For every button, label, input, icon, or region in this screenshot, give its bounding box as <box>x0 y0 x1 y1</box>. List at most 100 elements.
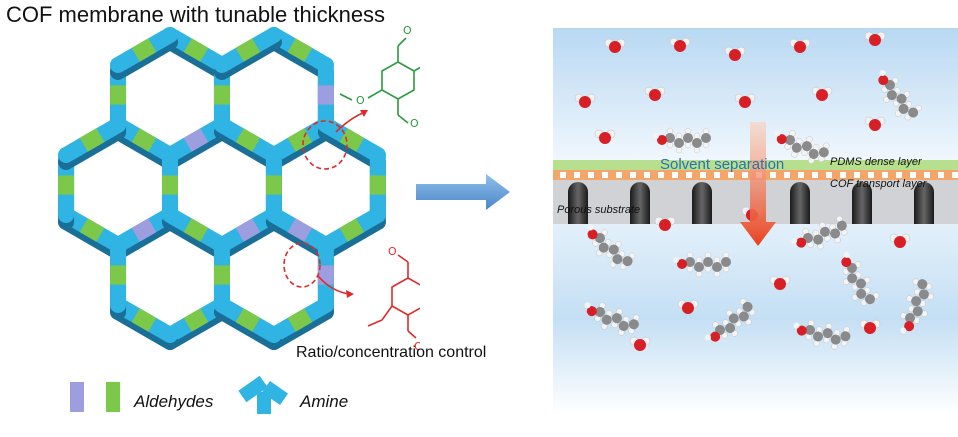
cof-pore-tile <box>672 172 678 178</box>
water-molecule-icon <box>574 93 596 108</box>
substrate-pore <box>790 182 810 224</box>
callout-circle-bottom <box>283 242 321 288</box>
lattice-edge <box>317 207 386 260</box>
water-molecule-icon <box>604 38 626 53</box>
water-molecule-icon <box>789 38 811 53</box>
cof-pore-tile <box>644 172 650 178</box>
lattice-edge <box>162 27 230 80</box>
cof-pore-tile <box>854 172 860 178</box>
solvent-separation-label: Solvent separation <box>660 156 785 173</box>
cof-pore-tile <box>910 172 916 178</box>
molecule-divinyl-dialdehyde-icon: O O <box>367 245 420 353</box>
cof-pore-tile <box>812 172 818 178</box>
lattice-edge <box>213 297 282 350</box>
substrate-pore <box>852 182 872 224</box>
cof-lattice-diagram: O O O O O O <box>58 24 420 414</box>
cof-pore-tile <box>616 172 622 178</box>
page-title: COF membrane with tunable thickness <box>6 2 386 27</box>
alcohol-molecule-icon <box>791 215 848 250</box>
lattice-edge <box>265 27 334 80</box>
substrate-pore <box>914 182 934 224</box>
water-molecule-icon <box>644 86 666 101</box>
substrate-pore <box>692 182 712 224</box>
alcohol-molecule-icon <box>653 127 711 154</box>
water-molecule-icon <box>769 275 791 290</box>
hexagonal-cof-lattice-icon <box>58 27 386 350</box>
lattice-edge <box>213 117 282 170</box>
cof-pore-tile <box>714 172 720 178</box>
lattice-edge <box>265 297 334 350</box>
lattice-edge <box>110 207 178 260</box>
svg-text:O: O <box>388 245 397 258</box>
cof-pore-tile <box>742 172 748 178</box>
water-molecule-icon <box>859 319 881 334</box>
water-molecule-icon <box>594 129 616 144</box>
cof-pore-tile <box>602 172 608 178</box>
cof-pore-tile <box>938 172 944 178</box>
cof-pore-tile <box>588 172 594 178</box>
alcohol-molecule-icon <box>584 302 640 336</box>
lattice-edge <box>110 297 178 350</box>
water-molecule-icon <box>629 336 651 351</box>
cof-pore-tile <box>798 172 804 178</box>
cof-pore-tile <box>784 172 790 178</box>
lattice-edge <box>110 27 178 80</box>
water-molecule-icon <box>734 93 756 108</box>
lattice-edge <box>265 207 334 260</box>
cof-pore-tile <box>826 172 832 178</box>
lattice-edge <box>213 207 282 260</box>
water-molecule-icon <box>654 216 676 231</box>
water-molecule-icon <box>811 86 833 101</box>
lattice-edge <box>58 117 127 170</box>
water-molecule-icon <box>889 233 911 248</box>
lattice-edge <box>162 207 230 260</box>
cof-pore-tile <box>896 172 902 178</box>
alcohol-molecule-icon <box>878 69 922 121</box>
molecule-dimethoxy-dialdehyde-icon: O O O O <box>339 24 420 130</box>
separation-flow-arrow-icon <box>740 122 776 246</box>
transition-arrow-icon <box>416 174 510 210</box>
substrate-pore <box>630 182 650 224</box>
cof-pore-tile <box>868 172 874 178</box>
lattice-edge <box>58 207 127 260</box>
substrate-pore <box>568 182 588 224</box>
lattice-edge <box>213 27 282 80</box>
water-molecule-icon <box>677 299 699 314</box>
cof-pore-tile <box>840 172 846 178</box>
pdms-layer-label: PDMS dense layer <box>830 156 922 168</box>
water-molecule-icon <box>669 37 691 52</box>
svg-text:O: O <box>414 340 420 353</box>
cof-pore-tile <box>658 172 664 178</box>
cof-pore-tile <box>560 172 566 178</box>
legend-aldehyde-icon <box>70 382 120 412</box>
lattice-edge <box>162 297 230 350</box>
cof-pore-tile <box>686 172 692 178</box>
callout-circle-top <box>302 120 348 170</box>
lattice-edge <box>265 117 334 170</box>
svg-text:O: O <box>403 24 412 37</box>
svg-text:O: O <box>356 94 365 107</box>
cof-pore-tile <box>700 172 706 178</box>
cof-pore-tile <box>882 172 888 178</box>
lattice-edge <box>317 117 386 170</box>
alcohol-molecule-icon <box>673 251 731 278</box>
svg-text:O: O <box>410 117 419 130</box>
cof-pore-tile <box>574 172 580 178</box>
cof-pore-tile <box>952 172 958 178</box>
substrate-label: Porous substrate <box>557 204 641 216</box>
water-molecule-icon <box>864 31 886 46</box>
cof-pore-tile <box>630 172 636 178</box>
legend-amine-icon <box>238 375 289 414</box>
alcohol-molecule-icon <box>774 130 830 164</box>
legend-amine-label: Amine <box>300 392 349 411</box>
legend-aldehydes-label: Aldehydes <box>134 392 214 411</box>
cof-pore-tile <box>924 172 930 178</box>
cof-layer-label: COF transport layer <box>830 178 927 190</box>
alcohol-molecule-icon <box>587 224 636 270</box>
cof-pore-tile <box>728 172 734 178</box>
alcohol-molecule-icon <box>704 298 756 342</box>
water-molecule-icon <box>864 116 886 131</box>
alcohol-molecule-icon <box>841 251 880 306</box>
lattice-edge <box>110 117 178 170</box>
alcohol-molecule-icon <box>793 319 851 350</box>
